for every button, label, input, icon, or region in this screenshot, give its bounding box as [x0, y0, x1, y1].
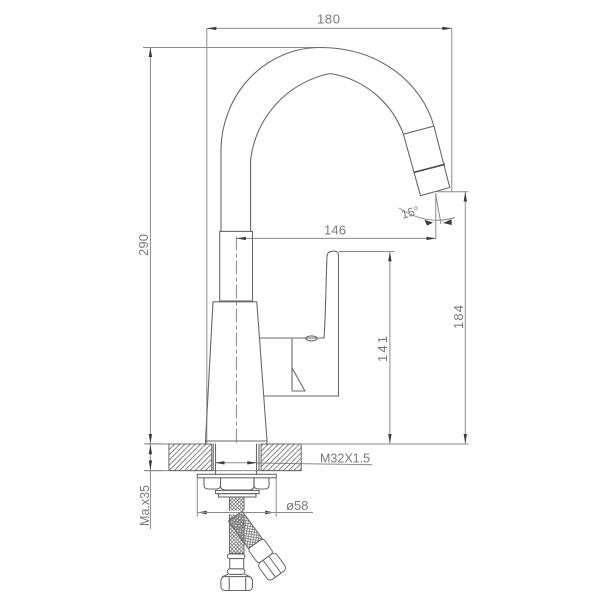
svg-text:290: 290	[136, 234, 151, 256]
svg-text:Ma.x35: Ma.x35	[138, 485, 152, 526]
svg-text:180: 180	[317, 12, 340, 27]
svg-text:ø58: ø58	[286, 498, 308, 513]
svg-text:M32X1.5: M32X1.5	[320, 452, 370, 466]
svg-text:184: 184	[451, 305, 466, 329]
svg-text:146: 146	[324, 223, 346, 238]
svg-text:141: 141	[375, 336, 390, 362]
